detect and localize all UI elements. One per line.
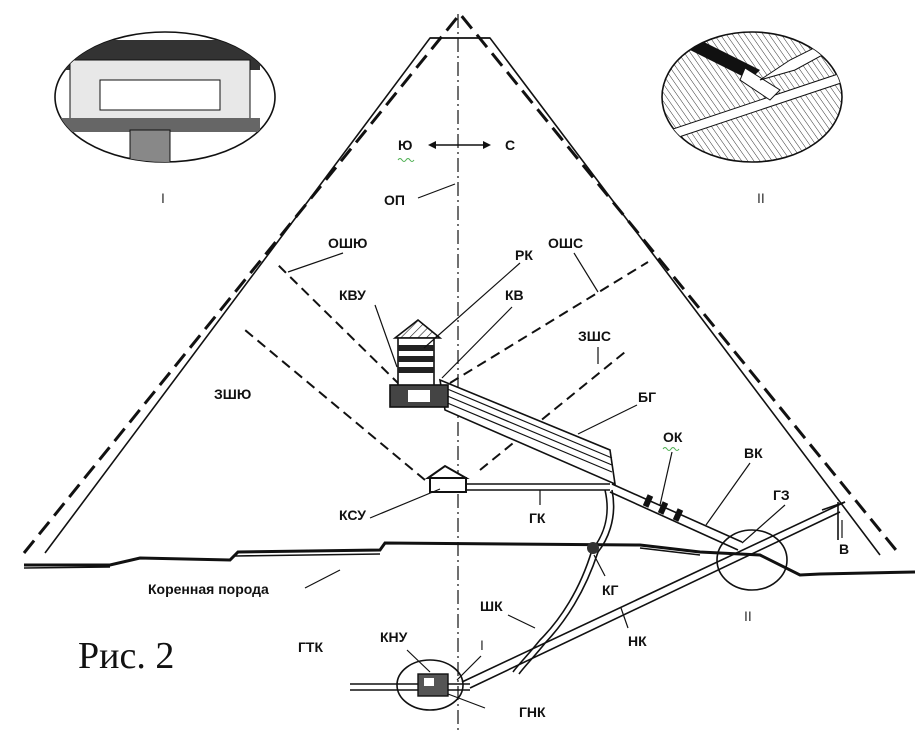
labels: ОП ОШЮ ОШС РК КВУ КВ ЗШС ЗШЮ БГ ОК ВК ГЗ…	[78, 190, 849, 720]
label-oshs: ОШС	[548, 235, 583, 251]
label-roman-one: I	[480, 637, 484, 653]
compass: Ю С	[397, 137, 515, 162]
label-nk: НК	[628, 633, 647, 649]
label-ksu: КСУ	[339, 507, 366, 523]
grand-gallery	[438, 378, 617, 486]
label-vk: ВК	[744, 445, 763, 461]
kings-chamber	[389, 318, 449, 408]
label-bg: БГ	[638, 389, 656, 405]
ascending-corridor-bottom	[609, 491, 739, 551]
label-ok: ОК	[663, 429, 683, 445]
detail-circle-two	[716, 529, 788, 591]
label-roman-two: II	[744, 608, 752, 624]
label-gk: ГК	[529, 510, 546, 526]
label-kvu: КВУ	[339, 287, 366, 303]
label-zshyu: ЗШЮ	[214, 386, 251, 402]
outer-casing-line	[22, 11, 902, 556]
inset-two	[661, 31, 843, 163]
ground-line	[23, 541, 915, 577]
inset-label-one: I	[161, 190, 165, 206]
label-rk: РК	[515, 247, 533, 263]
label-op: ОП	[384, 192, 405, 208]
label-kg: КГ	[602, 582, 619, 598]
grotto-marker	[587, 542, 599, 554]
leader-lines	[287, 183, 843, 709]
shafts	[244, 261, 649, 481]
inset-one	[54, 31, 276, 163]
passages	[350, 378, 846, 691]
figure-caption: Рис. 2	[78, 635, 174, 677]
inset-label-two: II	[757, 190, 765, 206]
label-kv: КВ	[505, 287, 524, 303]
detail-circle-one	[396, 659, 464, 711]
label-bedrock: Коренная порода	[148, 581, 269, 597]
south-queens-shaft	[244, 329, 426, 481]
pyramid-outline	[22, 11, 902, 556]
label-shk: ШК	[480, 598, 503, 614]
label-gz: ГЗ	[773, 487, 790, 503]
compass-north: С	[505, 137, 515, 153]
label-v: В	[839, 541, 849, 557]
label-zshs: ЗШС	[578, 328, 611, 344]
label-oshyu: ОШЮ	[328, 235, 367, 251]
label-gnk: ГНК	[519, 704, 546, 720]
label-gtk: ГТК	[298, 639, 323, 655]
descending-corridor-bottom	[469, 511, 841, 689]
queens-chamber	[424, 464, 470, 493]
descending-corridor-top	[461, 501, 846, 683]
south-kings-shaft	[274, 261, 401, 386]
compass-south: Ю	[398, 137, 412, 153]
subterranean-chamber	[417, 673, 449, 697]
label-knu: КНУ	[380, 629, 408, 645]
well-shaft-1	[512, 489, 608, 673]
north-kings-shaft	[449, 261, 649, 384]
